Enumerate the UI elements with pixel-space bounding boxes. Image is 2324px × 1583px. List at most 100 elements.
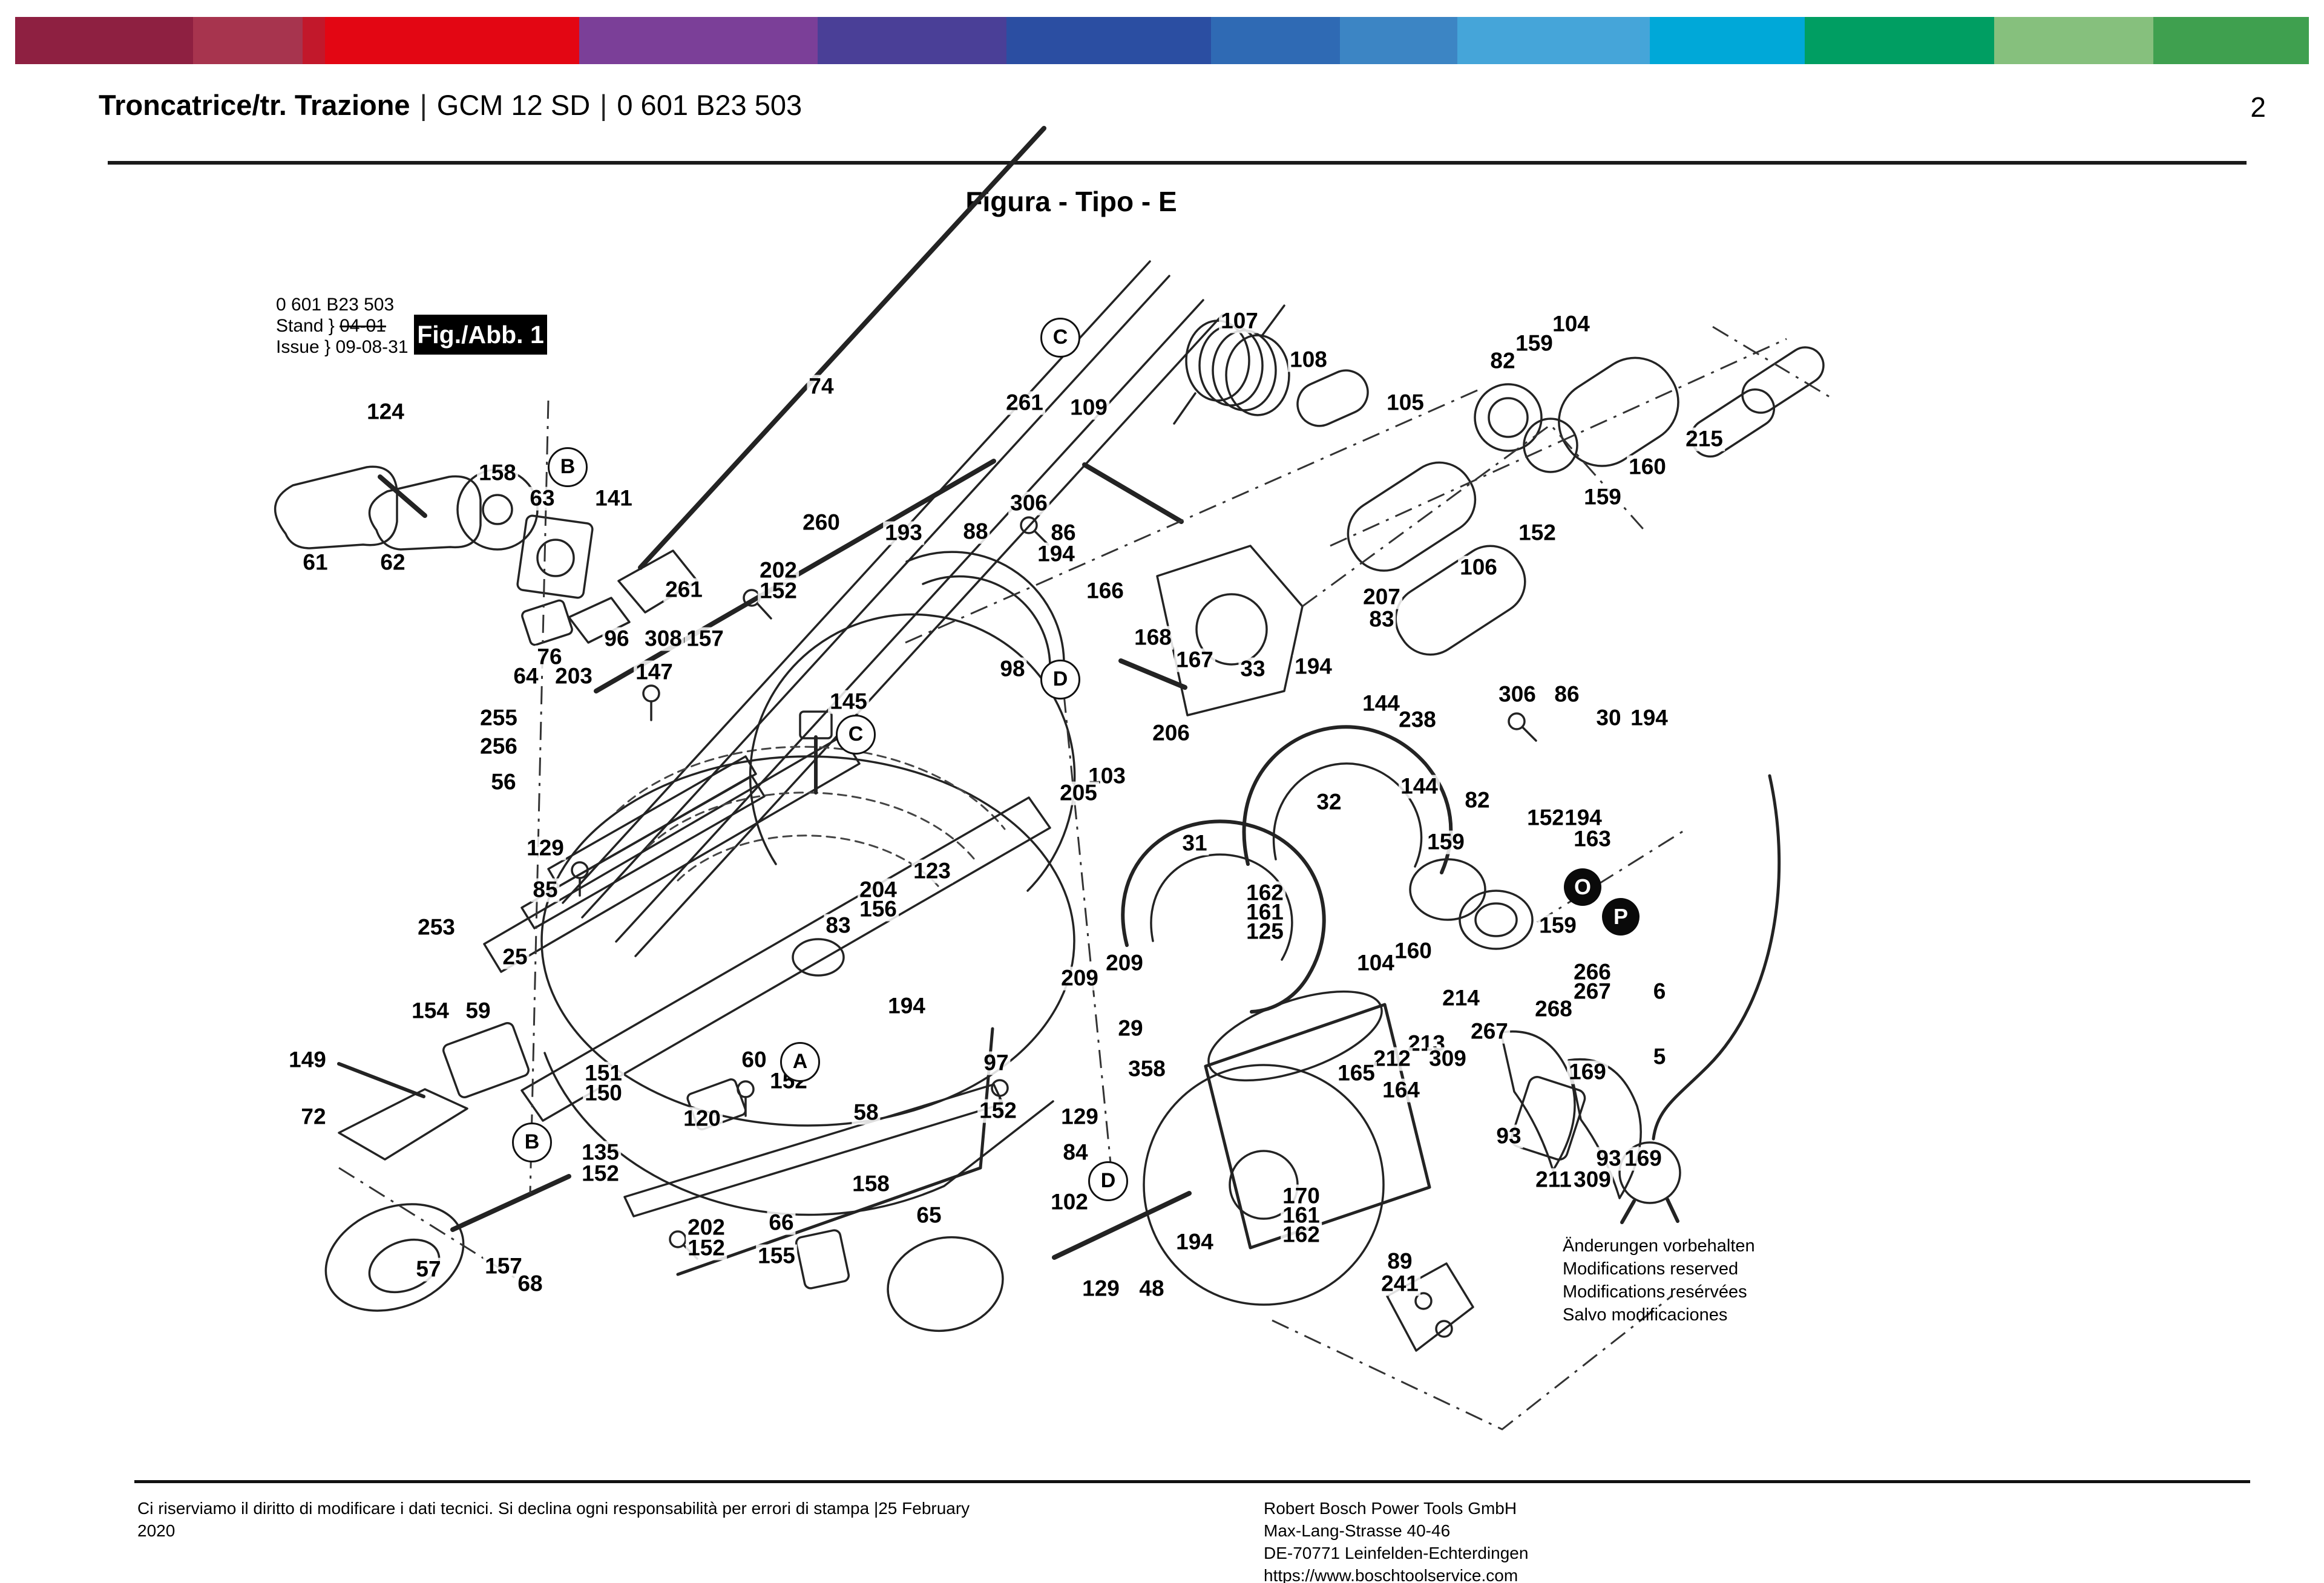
part-label-152: 152 <box>1517 521 1558 545</box>
part-label-194: 194 <box>1293 655 1334 679</box>
part-label-30: 30 <box>1594 706 1623 730</box>
product-name: Troncatrice/tr. Trazione <box>99 89 410 121</box>
part-label-105: 105 <box>1385 391 1426 415</box>
part-label-159: 159 <box>1582 485 1623 510</box>
part-label-149: 149 <box>287 1048 328 1072</box>
part-label-152: 152 <box>1525 806 1566 830</box>
part-label-151: 151 <box>583 1061 624 1086</box>
part-label-106: 106 <box>1458 556 1499 580</box>
part-label-74: 74 <box>807 375 836 399</box>
plate-stand-row: Stand } 04-01 <box>276 315 409 336</box>
part-label-84: 84 <box>1061 1141 1090 1165</box>
part-label-25: 25 <box>501 945 530 969</box>
disclaimer-line: Ci riserviamo il diritto di modificare i… <box>137 1499 970 1518</box>
part-label-194: 194 <box>1174 1230 1215 1254</box>
assembly-letter-C: C <box>1040 318 1080 358</box>
part-label-88: 88 <box>961 520 990 544</box>
part-label-209: 209 <box>1104 951 1145 975</box>
part-label-169: 169 <box>1567 1060 1608 1084</box>
part-label-165: 165 <box>1336 1061 1377 1086</box>
part-label-85: 85 <box>531 878 560 902</box>
note-line: Änderungen vorbehalten <box>1563 1236 1755 1256</box>
part-label-33: 33 <box>1238 657 1267 681</box>
part-label-141: 141 <box>593 487 634 511</box>
part-label-164: 164 <box>1380 1078 1422 1103</box>
part-label-261: 261 <box>663 578 704 602</box>
part-label-96: 96 <box>602 627 631 651</box>
brand-bar-segment <box>1457 17 1650 64</box>
assembly-letter-B: B <box>548 447 588 487</box>
part-label-31: 31 <box>1180 831 1209 856</box>
part-label-147: 147 <box>634 660 675 684</box>
part-label-255: 255 <box>478 706 519 730</box>
brace-glyph: } <box>324 337 331 357</box>
part-label-212: 212 <box>1371 1047 1413 1071</box>
part-label-6: 6 <box>1651 980 1668 1004</box>
part-label-211: 211 <box>1534 1168 1574 1192</box>
part-label-48: 48 <box>1137 1277 1166 1301</box>
order-number: 0 601 B23 503 <box>617 89 803 121</box>
part-label-125: 125 <box>1244 920 1285 944</box>
part-label-62: 62 <box>378 551 407 575</box>
stand-value: 04-01 <box>340 316 386 336</box>
part-label-68: 68 <box>516 1272 545 1296</box>
part-label-144: 144 <box>1361 692 1402 716</box>
part-label-168: 168 <box>1132 626 1173 650</box>
part-label-145: 145 <box>828 690 869 714</box>
figure-badge: Fig./Abb. 1 <box>414 315 547 355</box>
figure-title: Figura - Tipo - E <box>965 186 1177 217</box>
part-label-209: 209 <box>1059 966 1100 991</box>
part-label-56: 56 <box>489 770 518 795</box>
part-label-159: 159 <box>1514 332 1555 356</box>
part-label-154: 154 <box>410 999 451 1023</box>
part-label-63: 63 <box>528 487 557 511</box>
part-label-159: 159 <box>1425 830 1466 854</box>
part-label-29: 29 <box>1116 1017 1145 1041</box>
part-label-267: 267 <box>1469 1020 1510 1044</box>
brand-bar-segment <box>303 17 326 64</box>
assembly-letter-C: C <box>836 715 876 755</box>
part-label-144: 144 <box>1399 775 1440 799</box>
part-label-306: 306 <box>1008 491 1049 516</box>
part-label-107: 107 <box>1219 309 1260 333</box>
brand-bar-segment <box>325 17 579 64</box>
footer-disclaimer: Ci riserviamo il diritto di modificare i… <box>137 1497 1227 1542</box>
part-label-155: 155 <box>756 1244 797 1268</box>
part-label-59: 59 <box>464 999 493 1023</box>
part-label-194: 194 <box>1563 806 1604 830</box>
part-label-194: 194 <box>886 994 927 1018</box>
part-label-157: 157 <box>684 627 726 651</box>
assembly-letter-D: D <box>1088 1161 1128 1201</box>
disclaimer-line: 2020 <box>137 1521 176 1540</box>
part-label-83: 83 <box>1367 608 1396 632</box>
part-label-83: 83 <box>824 914 853 938</box>
bosch-brand-color-bar <box>15 17 2309 64</box>
part-label-160: 160 <box>1393 939 1434 963</box>
assembly-letter-A: A <box>780 1042 820 1082</box>
part-label-268: 268 <box>1533 997 1574 1021</box>
part-label-163: 163 <box>1572 827 1613 851</box>
part-label-123: 123 <box>911 859 953 883</box>
part-label-203: 203 <box>553 664 594 689</box>
part-label-5: 5 <box>1651 1045 1668 1069</box>
part-label-152: 152 <box>686 1236 727 1260</box>
part-label-135: 135 <box>580 1141 621 1165</box>
part-label-309: 309 <box>1427 1047 1468 1071</box>
brand-bar-segment <box>15 17 194 64</box>
part-label-120: 120 <box>681 1107 723 1131</box>
assembly-letter-P: P <box>1602 898 1640 936</box>
plate-order-number: 0 601 B23 503 <box>276 295 395 315</box>
brand-bar-segment <box>579 17 818 64</box>
page-header: Troncatrice/tr. Trazione|GCM 12 SD|0 601… <box>99 88 802 122</box>
brand-bar-segment <box>1006 17 1212 64</box>
part-label-162: 162 <box>1281 1223 1322 1247</box>
brand-bar-segment <box>2153 17 2309 64</box>
part-label-253: 253 <box>416 916 457 940</box>
footer-rule <box>134 1480 2250 1483</box>
part-label-109: 109 <box>1068 396 1109 420</box>
part-label-205: 205 <box>1058 781 1099 805</box>
